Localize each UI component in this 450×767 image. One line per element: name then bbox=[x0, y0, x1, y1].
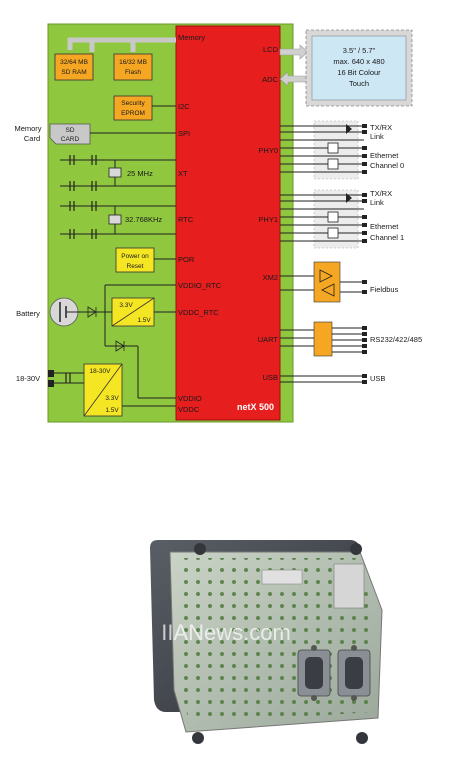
sdram-box bbox=[54, 53, 94, 81]
uart-transceiver bbox=[280, 321, 367, 357]
pin-uart: UART bbox=[258, 335, 279, 344]
rtc-reg-in: 3.3V bbox=[119, 302, 133, 309]
netx-chip bbox=[175, 25, 281, 421]
por-line1: Power on bbox=[121, 253, 149, 260]
product-photo: IIANews.com bbox=[150, 540, 383, 744]
xtal-25mhz-label: 25 MHz bbox=[127, 169, 153, 178]
eth0-label1: Ethernet bbox=[370, 151, 399, 160]
eprom-line2: EPROM bbox=[121, 110, 145, 117]
usb-label: USB bbox=[370, 374, 385, 383]
display-screen bbox=[311, 35, 407, 101]
main-reg-in: 18-30V bbox=[90, 368, 112, 375]
pin-xm2: XM2 bbox=[263, 273, 278, 282]
display-line3: 16 Bit Colour bbox=[337, 68, 381, 77]
watermark: IIANews.com bbox=[161, 620, 291, 645]
sdram-line2: SD RAM bbox=[61, 69, 86, 76]
eth1-label2: Channel 1 bbox=[370, 233, 404, 242]
fieldbus-label: Fieldbus bbox=[370, 285, 399, 294]
pin-vddc: VDDC bbox=[178, 405, 200, 414]
phy0-magnetics bbox=[280, 120, 367, 180]
eprom-line1: Security bbox=[121, 100, 145, 107]
battery-label: Battery bbox=[16, 309, 40, 318]
sd-card bbox=[49, 123, 91, 145]
power-input-circuit bbox=[48, 370, 176, 407]
pin-phy0: PHY0 bbox=[258, 146, 278, 155]
vin-label: 18-30V bbox=[16, 374, 40, 383]
lcd-arrow bbox=[279, 44, 309, 60]
eth0-label2: Channel 0 bbox=[370, 161, 404, 170]
flash-line2: Flash bbox=[125, 69, 141, 76]
phy1-link: Link bbox=[370, 198, 384, 207]
eprom-box bbox=[113, 95, 153, 121]
pin-spi: SPI bbox=[178, 129, 190, 138]
memory-bus bbox=[67, 37, 176, 50]
pin-vddio-rtc: VDDIO_RTC bbox=[178, 281, 222, 290]
usb-lines bbox=[280, 374, 367, 384]
pin-rtc: RTC bbox=[178, 215, 194, 224]
display-line2: max. 640 x 480 bbox=[333, 57, 384, 66]
flash-box bbox=[113, 53, 153, 81]
eth1-label1: Ethernet bbox=[370, 222, 399, 231]
cpu-name: netX 500 bbox=[237, 402, 274, 412]
pin-xt: XT bbox=[178, 169, 188, 178]
power-on-reset-box bbox=[115, 247, 155, 273]
main-reg-out2: 1.5V bbox=[105, 407, 119, 414]
pin-phy1: PHY1 bbox=[258, 215, 278, 224]
corner-screws bbox=[192, 543, 368, 744]
main-reg-out1: 3.3V bbox=[105, 395, 119, 402]
adc-arrow bbox=[279, 71, 309, 87]
pin-i2c: I2C bbox=[178, 102, 190, 111]
pin-lcd: LCD bbox=[263, 45, 279, 54]
phy1-txrx: TX/RX bbox=[370, 189, 392, 198]
db9-connector-2 bbox=[337, 645, 371, 701]
display-line1: 3.5" / 5.7" bbox=[343, 46, 376, 55]
pin-adc: ADC bbox=[262, 75, 278, 84]
xtal-25mhz-circuit bbox=[60, 155, 176, 191]
sd-card-line1: SD bbox=[65, 127, 74, 134]
phy0-link: Link bbox=[370, 132, 384, 141]
memory-card-label-1: Memory bbox=[14, 124, 41, 133]
fieldbus-transceiver bbox=[280, 261, 367, 303]
pin-memory: Memory bbox=[178, 33, 205, 42]
flash-line1: 16/32 MB bbox=[119, 59, 147, 66]
pin-usb: USB bbox=[263, 373, 278, 382]
xtal-32khz-circuit bbox=[60, 201, 176, 239]
pin-por: POR bbox=[178, 255, 195, 264]
pin-vddc-rtc: VDDC_RTC bbox=[178, 308, 219, 317]
block-diagram: 32/64 MB SD RAM 16/32 MB Flash Security … bbox=[14, 23, 422, 423]
rtc-reg-out: 1.5V bbox=[137, 317, 151, 324]
display-line4: Touch bbox=[349, 79, 369, 88]
pin-vddio: VDDIO bbox=[178, 394, 202, 403]
db9-connector-1 bbox=[297, 645, 331, 701]
serial-label: RS232/422/485 bbox=[370, 335, 422, 344]
side-module bbox=[333, 563, 365, 609]
phy0-txrx: TX/RX bbox=[370, 123, 392, 132]
phy1-magnetics bbox=[280, 189, 367, 249]
sd-card-line2: CARD bbox=[61, 136, 80, 143]
battery-circuit bbox=[49, 284, 176, 399]
por-line2: Reset bbox=[127, 263, 144, 270]
memory-card-label-2: Card bbox=[24, 134, 40, 143]
top-module bbox=[261, 569, 303, 585]
xtal-32khz-label: 32.768KHz bbox=[125, 215, 162, 224]
sdram-line1: 32/64 MB bbox=[60, 59, 88, 66]
